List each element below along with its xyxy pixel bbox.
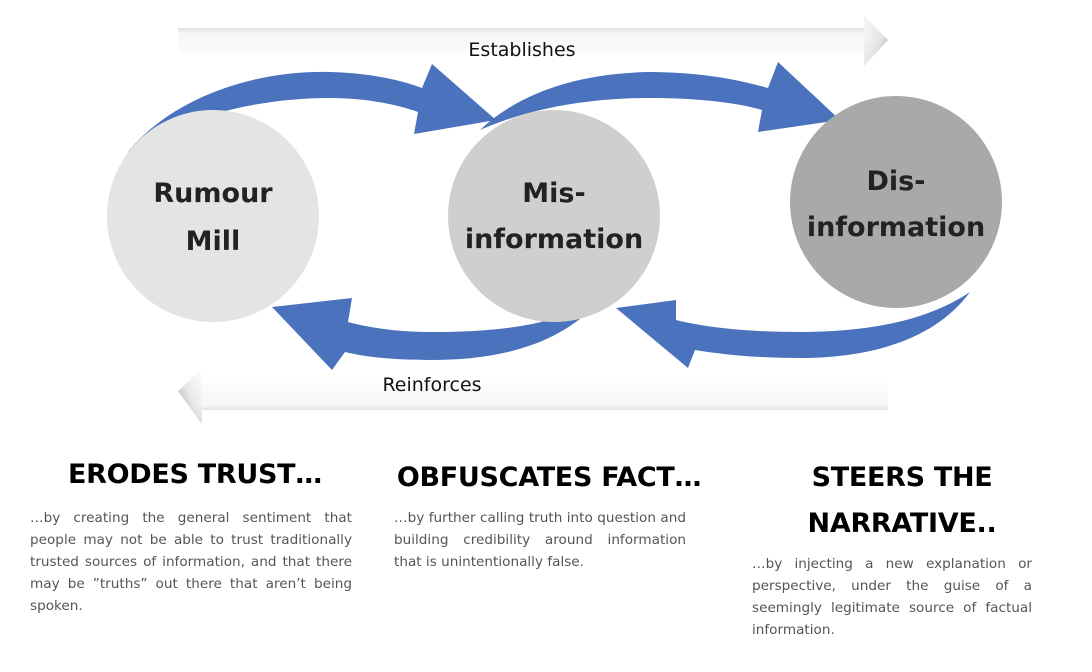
reinforces-arrow: Reinforces: [178, 369, 888, 424]
node-rumour-mill-circle: [107, 110, 319, 322]
effect-heading: STEERS THE NARRATIVE..: [807, 462, 997, 539]
establishes-arrow: Establishes: [178, 16, 888, 66]
node-misinformation-line-2: information: [465, 224, 643, 255]
node-disinformation-line-1: Dis-: [867, 166, 926, 197]
curved-arrow-mis-to-rumour: [272, 298, 600, 370]
cycle-arrows: [128, 62, 970, 370]
node-rumour-mill-line-2: Mill: [186, 226, 241, 257]
node-misinformation: Mis- information: [448, 110, 660, 322]
curved-arrow-mis-to-dis: [480, 62, 840, 132]
establishes-arrow-shape: [178, 16, 888, 66]
effect-heading: ERODES TRUST…: [68, 459, 322, 490]
effect-description: …by injecting a new explanation or persp…: [752, 556, 1032, 638]
reinforces-arrow-head: [178, 369, 202, 424]
curved-arrow-rumour-to-mis: [128, 64, 496, 152]
node-misinformation-circle: [448, 110, 660, 322]
effect-description: …by further calling truth into question …: [394, 510, 686, 570]
node-rumour-mill: Rumour Mill: [107, 110, 319, 322]
node-rumour-mill-line-1: Rumour: [153, 178, 273, 209]
establishes-label: Establishes: [468, 39, 575, 61]
reinforces-label: Reinforces: [382, 374, 481, 396]
establishes-arrow-head: [864, 16, 888, 66]
node-disinformation-line-2: information: [807, 212, 985, 243]
effect-obfuscates-fact: OBFUSCATES FACT… …by further calling tru…: [394, 455, 704, 573]
effect-steers-narrative: STEERS THE NARRATIVE.. …by injecting a n…: [752, 455, 1052, 641]
node-disinformation-circle: [790, 96, 1002, 308]
reinforces-arrow-shape: [178, 369, 888, 424]
effect-heading: OBFUSCATES FACT…: [396, 462, 702, 493]
effect-description: …by creating the general sentiment that …: [30, 510, 352, 614]
node-misinformation-line-1: Mis-: [522, 178, 585, 209]
curved-arrow-dis-to-mis: [616, 292, 970, 368]
flow-diagram: Establishes Reinforces Rumour Mill Mis- …: [107, 16, 1002, 424]
effect-erodes-trust: ERODES TRUST… …by creating the general s…: [30, 455, 360, 617]
node-disinformation: Dis- information: [790, 96, 1002, 308]
